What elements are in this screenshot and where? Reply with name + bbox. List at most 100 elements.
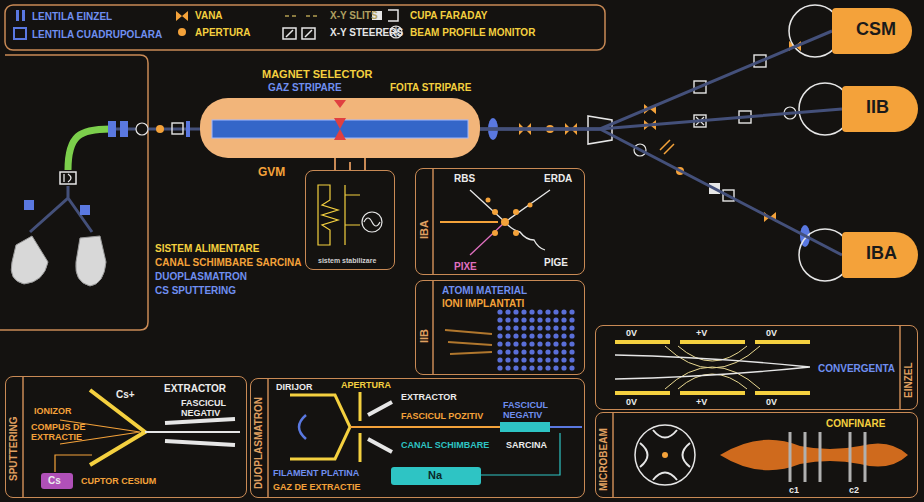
circle-shape [497,349,502,354]
part-label: DIRIJOR [276,383,313,393]
path-shape [318,185,338,245]
part-label: +V [696,329,707,339]
rect-shape [108,121,116,137]
circle-shape [521,309,526,314]
circle-shape [497,357,502,362]
oven-box: Cs [41,473,73,489]
path-shape [11,236,48,284]
circle-shape [545,365,550,370]
endstation-tab: IBA [842,232,918,278]
part-label: 0V [766,398,777,408]
part-label: PIGE [544,257,568,268]
path-shape [505,222,545,250]
circle-shape [505,333,510,338]
path-shape [30,186,92,232]
circle-shape [561,309,566,314]
circle-shape [505,341,510,346]
circle-shape [521,357,526,362]
circle-shape [553,365,558,370]
circle-shape [553,333,558,338]
circle-shape [497,317,502,322]
path-shape [445,330,492,354]
rect-shape [200,98,480,158]
endstation-tab: CSM [832,8,912,54]
path-shape [660,140,674,154]
part-label: EXTRACTOR [401,393,457,403]
circle-shape [569,333,574,338]
polyline-shape [480,109,842,129]
circle-shape [545,341,550,346]
panel-title: DUOPLASMATRON [253,397,264,489]
path-shape [55,455,92,472]
path-shape [615,355,810,379]
circle-shape [521,333,526,338]
path-shape [76,236,106,286]
legend-entry: CUPA FARADAY [410,10,487,21]
path-shape [299,415,306,439]
part-label: SARCINA [506,441,547,451]
part-label: Na [428,469,442,481]
part-label: EXTRACTOR [164,383,226,394]
path-shape [165,419,235,445]
charge-exchange-box: Na [391,467,481,485]
circle-shape [362,212,382,232]
circle-shape [513,309,518,314]
line-shape [550,426,582,428]
path-shape [334,118,346,140]
circle-shape [545,325,550,330]
ion-source-panel: DUOPLASMATRONDIRIJORAPERTURAEXTRACTORFAS… [250,378,585,498]
circle-shape [513,357,518,362]
rect-shape [14,28,26,39]
circle-shape [492,209,498,215]
circle-shape [545,349,550,354]
path-shape [176,11,188,21]
circle-shape [513,333,518,338]
circle-shape [497,325,502,330]
circle-shape [537,309,542,314]
path-shape [0,55,148,330]
circle-shape [529,357,534,362]
circle-shape [497,333,502,338]
circle-shape [529,309,534,314]
circle-shape [178,28,186,36]
ion-source-panel: SPUTTERINGIONIZORCs+EXTRACTORFASCICUL NE… [5,376,247,498]
g-shape [497,309,574,370]
panel-title: MICROBEAM [598,428,609,491]
circle-shape [569,365,574,370]
circle-shape [528,203,533,208]
part-label: FILAMENT PLATINA [273,469,359,479]
part-label: FASCICUL POZITIV [401,412,483,422]
circle-shape [505,357,510,362]
circle-shape [529,317,534,322]
circle-shape [529,365,534,370]
circle-shape [569,317,574,322]
line-shape [612,412,614,498]
part-label: FASCICUL NEGATIV [503,401,575,421]
circle-shape [529,341,534,346]
circle-shape [537,341,542,346]
path-shape [665,346,760,389]
circle-shape [521,341,526,346]
panel-title: SPUTTERING [8,417,19,481]
polyline-shape [480,129,842,255]
circle-shape [553,309,558,314]
part-label: Cs [48,475,61,486]
beam-line [350,162,351,170]
circle-shape [521,349,526,354]
part-label: 0V [626,329,637,339]
circle-shape [497,365,502,370]
line-shape [145,431,240,433]
part-label: SISTEM ALIMENTARE [155,243,259,254]
circle-shape [529,325,534,330]
station-name: CSM [856,20,896,40]
path-shape [64,174,71,182]
part-label: IONI IMPLANTATI [442,298,524,309]
part-label: CANAL SCHIMBARE [401,441,489,451]
panel-title: EINZEL [903,362,914,398]
rect-shape [500,422,550,432]
circle-shape [505,317,510,322]
part-label: GVM [258,166,285,179]
station-name: IIB [866,98,889,118]
circle-shape [513,325,518,330]
